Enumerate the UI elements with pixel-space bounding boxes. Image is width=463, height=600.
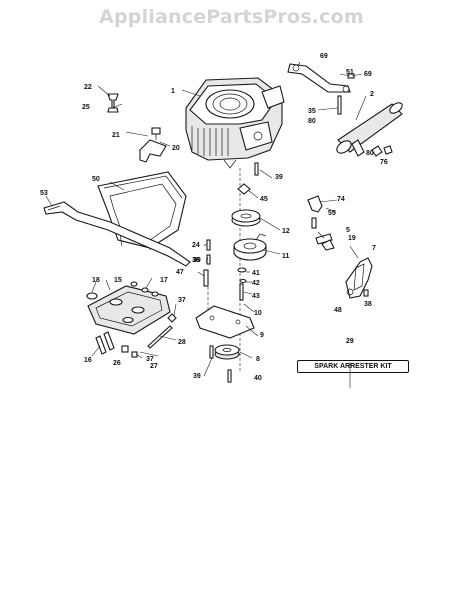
callout-47: 47 xyxy=(176,269,184,276)
engine-pulley xyxy=(231,209,261,227)
spark-arrester-kit-label: SPARK ARRESTER KIT xyxy=(297,360,409,373)
callout-80-right: 80 xyxy=(366,150,374,157)
callout-38: 38 xyxy=(364,301,372,308)
callout-76: 76 xyxy=(380,159,388,166)
callout-28: 28 xyxy=(178,339,186,346)
callout-25: 25 xyxy=(82,104,90,111)
exhaust-bracket xyxy=(287,63,355,115)
callout-37-upper: 37 xyxy=(178,297,186,304)
belt-guard xyxy=(43,201,191,267)
callout-1: 1 xyxy=(171,88,175,95)
callout-19: 19 xyxy=(348,235,356,242)
callout-37-lower: 37 xyxy=(146,356,154,363)
callout-69-left: 69 xyxy=(320,53,328,60)
callout-51: 51 xyxy=(346,69,354,76)
callout-20: 20 xyxy=(172,145,180,152)
callout-80-left: 80 xyxy=(308,118,316,125)
callout-8: 8 xyxy=(256,356,260,363)
throttle-bracket xyxy=(139,127,167,163)
callout-36: 36 xyxy=(192,257,200,264)
callout-39-middle: 39 xyxy=(193,257,201,264)
callout-35: 35 xyxy=(308,108,316,115)
muffler-tube xyxy=(336,102,403,157)
callout-16: 16 xyxy=(84,357,92,364)
callout-10: 10 xyxy=(254,310,262,317)
callout-27: 27 xyxy=(150,363,158,370)
callout-45: 45 xyxy=(260,196,268,203)
callout-26: 26 xyxy=(113,360,121,367)
engine xyxy=(185,77,285,169)
mount-bracket xyxy=(345,257,373,299)
pto-clutch xyxy=(233,233,267,261)
callout-39-lower: 39 xyxy=(193,373,201,380)
idler-pulley xyxy=(214,344,240,360)
callout-2: 2 xyxy=(370,91,374,98)
callout-9: 9 xyxy=(260,332,264,339)
callout-15: 15 xyxy=(114,277,122,284)
callout-7: 7 xyxy=(372,245,376,252)
callout-48: 48 xyxy=(334,307,342,314)
callout-18: 18 xyxy=(92,277,100,284)
mounting-plate xyxy=(195,305,255,339)
callout-55: 55 xyxy=(328,210,336,217)
callout-5: 5 xyxy=(346,227,350,234)
callout-41: 41 xyxy=(252,270,260,277)
callout-42: 42 xyxy=(252,280,260,287)
callout-50: 50 xyxy=(92,176,100,183)
kit-number: 29 xyxy=(346,338,354,345)
lift-bracket xyxy=(87,285,171,335)
callout-11: 11 xyxy=(282,253,290,260)
callout-24: 24 xyxy=(192,242,200,249)
callout-40: 40 xyxy=(254,375,262,382)
callout-74: 74 xyxy=(337,196,345,203)
callout-21: 21 xyxy=(112,132,120,139)
watermark: AppliancePartsPros.com xyxy=(99,6,364,28)
callout-12: 12 xyxy=(282,228,290,235)
callout-39-upper: 39 xyxy=(275,174,283,181)
callout-53: 53 xyxy=(40,190,48,197)
callout-17: 17 xyxy=(160,277,168,284)
callout-22: 22 xyxy=(84,84,92,91)
callout-69-right: 69 xyxy=(364,71,372,78)
callout-43: 43 xyxy=(252,293,260,300)
